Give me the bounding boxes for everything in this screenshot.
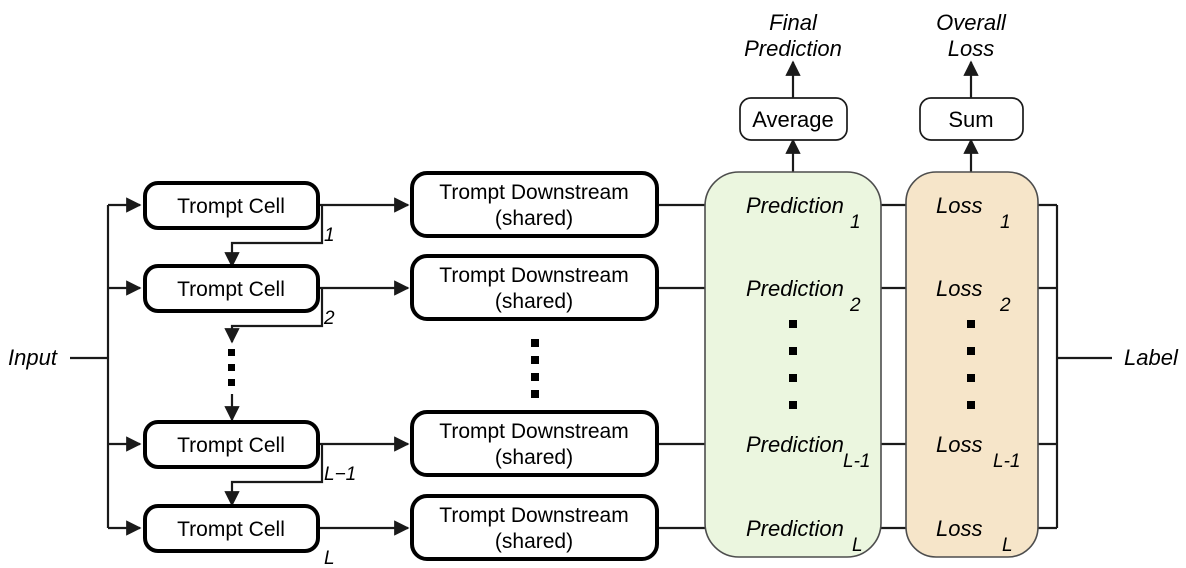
final-prediction-header-line1: Final bbox=[769, 10, 818, 35]
trompt-cell-label-L: Trompt Cell bbox=[177, 518, 285, 541]
loss-subscript-L: L bbox=[1002, 535, 1013, 556]
average-label: Average bbox=[752, 107, 834, 132]
trompt-downstream-label-L-1-line2: (shared) bbox=[495, 446, 573, 469]
prediction-subscript-2: 2 bbox=[849, 295, 861, 316]
trompt-downstream-label-L-line1: Trompt Downstream bbox=[439, 504, 628, 527]
label-label: Label bbox=[1124, 345, 1179, 370]
loss-label-2: Loss bbox=[936, 276, 982, 301]
trompt-downstream-box-1[interactable] bbox=[410, 171, 659, 238]
sum-label: Sum bbox=[948, 107, 993, 132]
cell2-to-dots-link bbox=[224, 288, 324, 344]
trompt-downstream-box-2[interactable] bbox=[410, 254, 659, 321]
loss-panel bbox=[905, 171, 1039, 558]
overall-loss-header-line2: Loss bbox=[948, 36, 994, 61]
trompt-cell-subscript-L-1: L−1 bbox=[324, 464, 356, 485]
trompt-downstream-box-L[interactable] bbox=[410, 494, 659, 561]
prediction-panel bbox=[704, 171, 882, 558]
prediction-label-L-1: Prediction bbox=[746, 432, 844, 457]
prediction-subscript-L: L bbox=[852, 535, 863, 556]
trompt-downstream-label-L-1-line1: Trompt Downstream bbox=[439, 420, 628, 443]
trompt-cell-subscript-1: 1 bbox=[324, 225, 335, 246]
sum-box[interactable] bbox=[919, 97, 1024, 141]
trompt-cell-label-2: Trompt Cell bbox=[177, 278, 285, 301]
trompt-cell-box-L-1[interactable] bbox=[143, 420, 320, 469]
loss-subscript-1: 1 bbox=[1000, 212, 1011, 233]
trompt-downstream-box-L-1[interactable] bbox=[410, 410, 659, 477]
trompt-cell-subscript-L: L bbox=[324, 548, 335, 568]
trompt-downstream-label-1-line1: Trompt Downstream bbox=[439, 181, 628, 204]
ellipsis-prediction-column bbox=[789, 320, 797, 409]
prediction-label-1: Prediction bbox=[746, 193, 844, 218]
ellipsis-downstream-column bbox=[531, 339, 539, 398]
trompt-cell-box-1[interactable] bbox=[143, 181, 320, 230]
prediction-subscript-1: 1 bbox=[850, 212, 861, 233]
trompt-downstream-label-2-line2: (shared) bbox=[495, 290, 573, 313]
loss-label-L: Loss bbox=[936, 516, 982, 541]
average-box[interactable] bbox=[739, 97, 848, 141]
cell1-to-cell2-link bbox=[224, 205, 324, 268]
loss-subscript-2: 2 bbox=[999, 295, 1011, 316]
loss-subscript-L-1: L-1 bbox=[993, 451, 1020, 472]
trompt-cell-box-2[interactable] bbox=[143, 264, 320, 313]
ellipsis-loss-column bbox=[967, 320, 975, 409]
trompt-cell-box-L[interactable] bbox=[143, 504, 320, 553]
trompt-downstream-label-1-line2: (shared) bbox=[495, 207, 573, 230]
trompt-cell-label-L-1: Trompt Cell bbox=[177, 434, 285, 457]
prediction-label-L: Prediction bbox=[746, 516, 844, 541]
final-prediction-header-line2: Prediction bbox=[744, 36, 842, 61]
loss-label-L-1: Loss bbox=[936, 432, 982, 457]
loss-label-1: Loss bbox=[936, 193, 982, 218]
input-label: Input bbox=[8, 345, 58, 370]
prediction-subscript-L-1: L-1 bbox=[843, 451, 870, 472]
trompt-downstream-label-L-line2: (shared) bbox=[495, 530, 573, 553]
ellipsis-cells-column bbox=[228, 349, 235, 386]
cellL1-to-cellL-link bbox=[224, 444, 324, 507]
overall-loss-header-line1: Overall bbox=[936, 10, 1007, 35]
trompt-cell-label-1: Trompt Cell bbox=[177, 195, 285, 218]
trompt-cell-subscript-2: 2 bbox=[323, 308, 335, 329]
prediction-label-2: Prediction bbox=[746, 276, 844, 301]
trompt-downstream-label-2-line1: Trompt Downstream bbox=[439, 264, 628, 287]
